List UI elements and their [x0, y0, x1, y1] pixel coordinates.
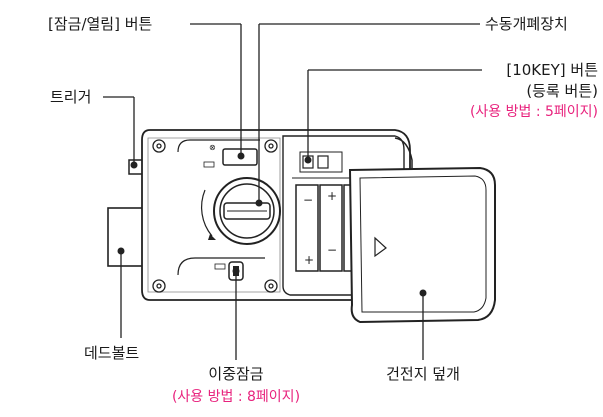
- double-lock-label: 이중잠금: [208, 365, 264, 383]
- leader-dots: [117, 152, 427, 297]
- battery-plus-2: +: [327, 189, 337, 203]
- screws: [152, 139, 278, 293]
- leader-lines: [103, 23, 482, 360]
- battery-minus-2: −: [327, 243, 337, 257]
- battery-cover-label: 건전지 덮개: [386, 365, 460, 383]
- deadbolt: [107, 207, 145, 267]
- battery-plus-1: +: [304, 253, 314, 267]
- battery-cover: [348, 166, 496, 324]
- 10key-button-sublabel: (등록 버튼): [526, 82, 598, 100]
- battery-minus-1: −: [303, 193, 313, 207]
- deadbolt-label: 데드볼트: [84, 344, 140, 362]
- 10key-usage-label: (사용 방법 : 5페이지): [469, 104, 598, 120]
- trigger-label: 트리거: [50, 88, 92, 106]
- lock-unlock-button-label: [잠금/열림] 버튼: [48, 15, 153, 33]
- manual-knob: [201, 177, 281, 245]
- manual-device-label: 수동개폐장치: [485, 15, 568, 33]
- double-lock-usage-label: (사용 방법 : 8페이지): [171, 389, 301, 405]
- svg-text:⊗: ⊗: [209, 143, 216, 152]
- 10key-button-label: [10KEY] 버튼: [506, 61, 598, 79]
